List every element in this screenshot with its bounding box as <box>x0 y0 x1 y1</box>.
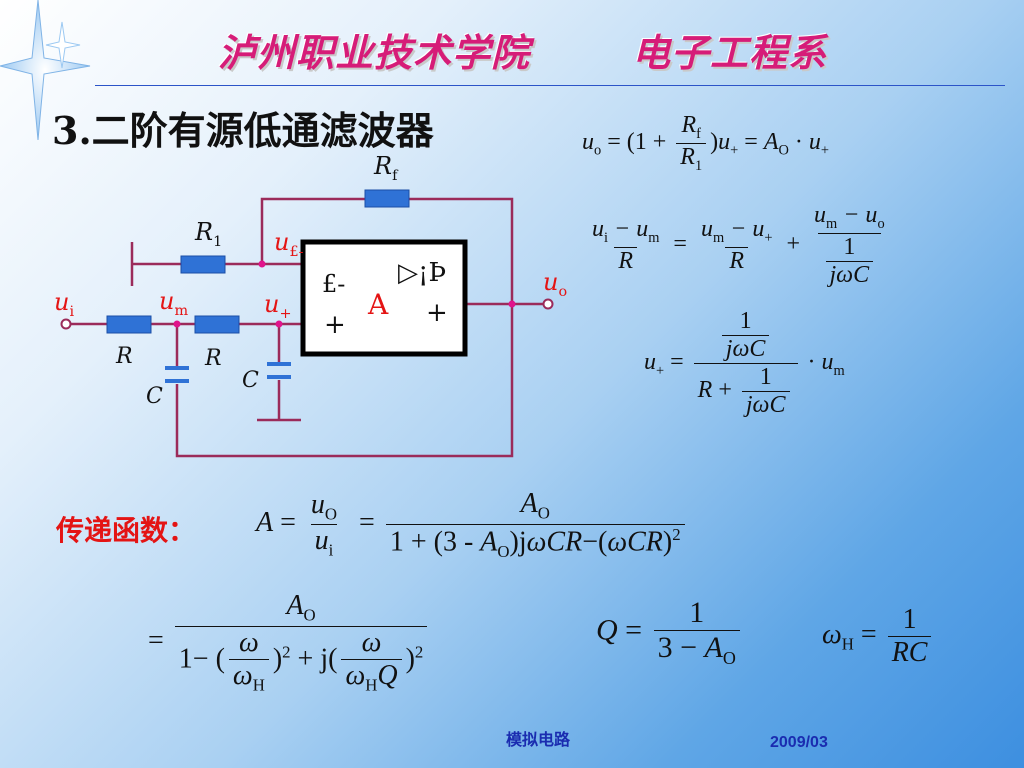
slide-title: 3.二阶有源低通滤波器 <box>52 108 434 153</box>
sparkle-star-icon <box>0 0 91 141</box>
filter-circuit <box>60 189 554 458</box>
header-rule <box>95 85 1005 86</box>
school-name: 泸州职业技术学院 <box>218 31 531 75</box>
opamp-gain-label: A <box>368 288 389 321</box>
label-rf: Rf <box>374 152 398 184</box>
opamp-output-plus: + <box>426 298 448 328</box>
label-c-a: C <box>146 384 163 409</box>
resistor-r-a <box>106 315 152 334</box>
label-c-b: C <box>242 368 259 393</box>
input-terminal <box>60 318 72 330</box>
footer-course: 模拟电路 <box>506 730 571 749</box>
label-um: um <box>159 287 189 319</box>
label-u-minus: u£- <box>274 228 304 260</box>
label-r-a: R <box>116 344 133 369</box>
output-terminal <box>542 298 554 310</box>
transfer-function-label: 传递函数： <box>56 514 197 547</box>
opamp-symbol: ▷¡Þ <box>398 258 447 288</box>
footer-date: 2009/03 <box>770 734 828 751</box>
department-name: 电子工程系 <box>632 31 828 75</box>
resistor-rf <box>364 189 410 208</box>
label-r-b: R <box>205 346 222 371</box>
opamp-minus-label: £- <box>322 270 346 298</box>
label-r1: R1 <box>195 218 223 250</box>
resistor-r-b <box>194 315 240 334</box>
opamp-plus-label: + <box>324 310 346 340</box>
resistor-r1 <box>180 255 226 274</box>
label-uo: uo <box>543 268 568 300</box>
opamp-box <box>300 239 468 357</box>
label-ui: ui <box>54 288 75 320</box>
label-u-plus: u+ <box>264 290 292 322</box>
